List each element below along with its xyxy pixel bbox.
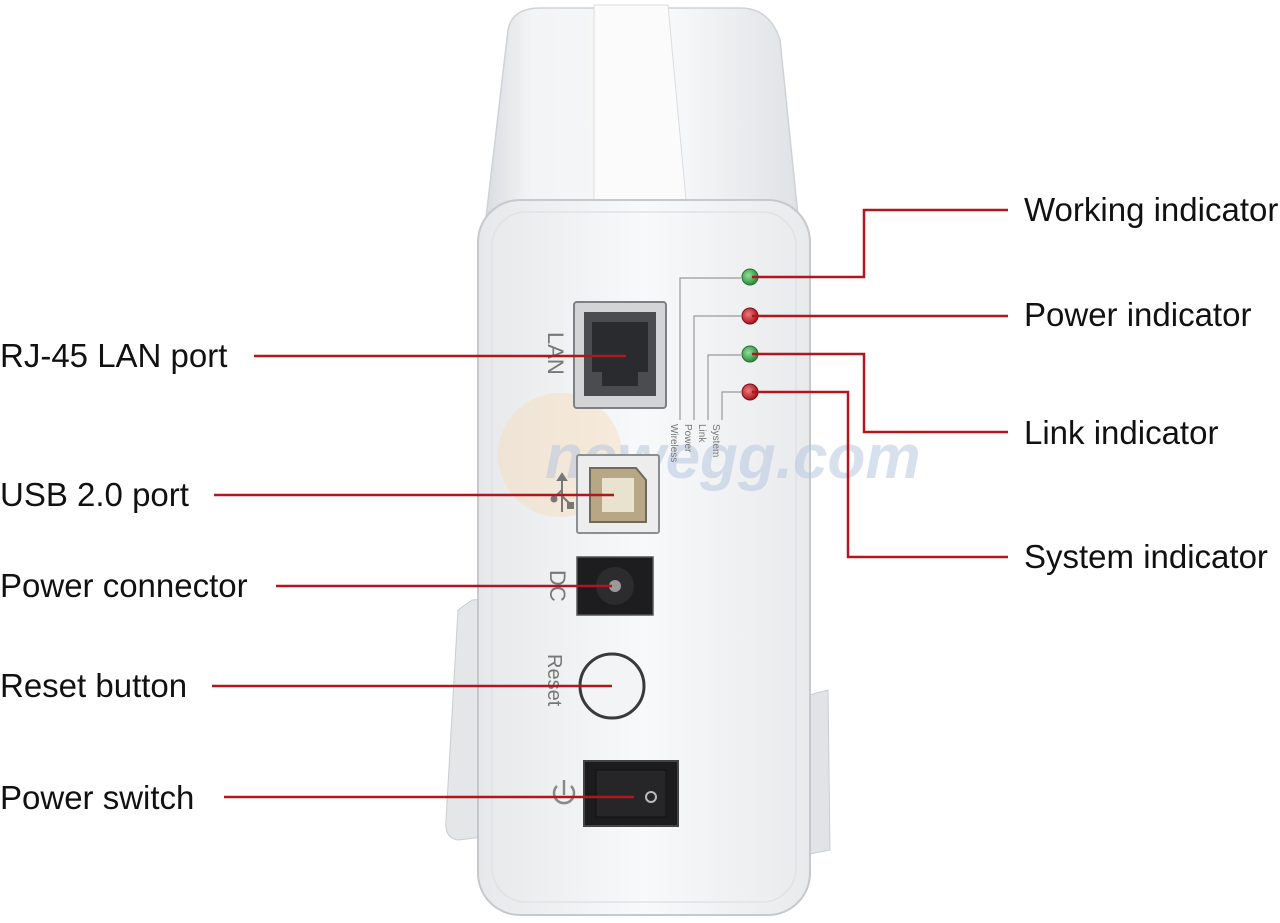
- callout-rj45-lan-port: RJ-45 LAN port: [0, 337, 228, 374]
- led-label-system: System: [710, 424, 721, 457]
- callout-power-indicator: Power indicator: [1024, 296, 1252, 333]
- callout-power-switch: Power switch: [0, 779, 195, 816]
- callout-reset-button: Reset button: [0, 667, 188, 704]
- callout-link-indicator: Link indicator: [1024, 414, 1219, 451]
- callout-system-indicator: System indicator: [1024, 538, 1268, 575]
- callout-power-connector: Power connector: [0, 567, 248, 604]
- led-label-wireless: Wireless: [668, 424, 679, 462]
- leader-lines: [212, 208, 1008, 799]
- led-label-link: Link: [696, 424, 707, 443]
- power-symbol-icon: [552, 780, 576, 805]
- callout-working-indicator: Working indicator: [1024, 191, 1279, 228]
- device-front-inner: [491, 211, 797, 903]
- leader-line-link: [752, 352, 1008, 434]
- leader-line-system: [752, 390, 1008, 559]
- panel-label-lan: LAN: [543, 332, 568, 375]
- led-label-power: Power: [682, 424, 693, 453]
- callout-usb-port: USB 2.0 port: [0, 476, 189, 513]
- leader-line-working: [752, 208, 1008, 279]
- panel-label-reset: Reset: [543, 654, 565, 707]
